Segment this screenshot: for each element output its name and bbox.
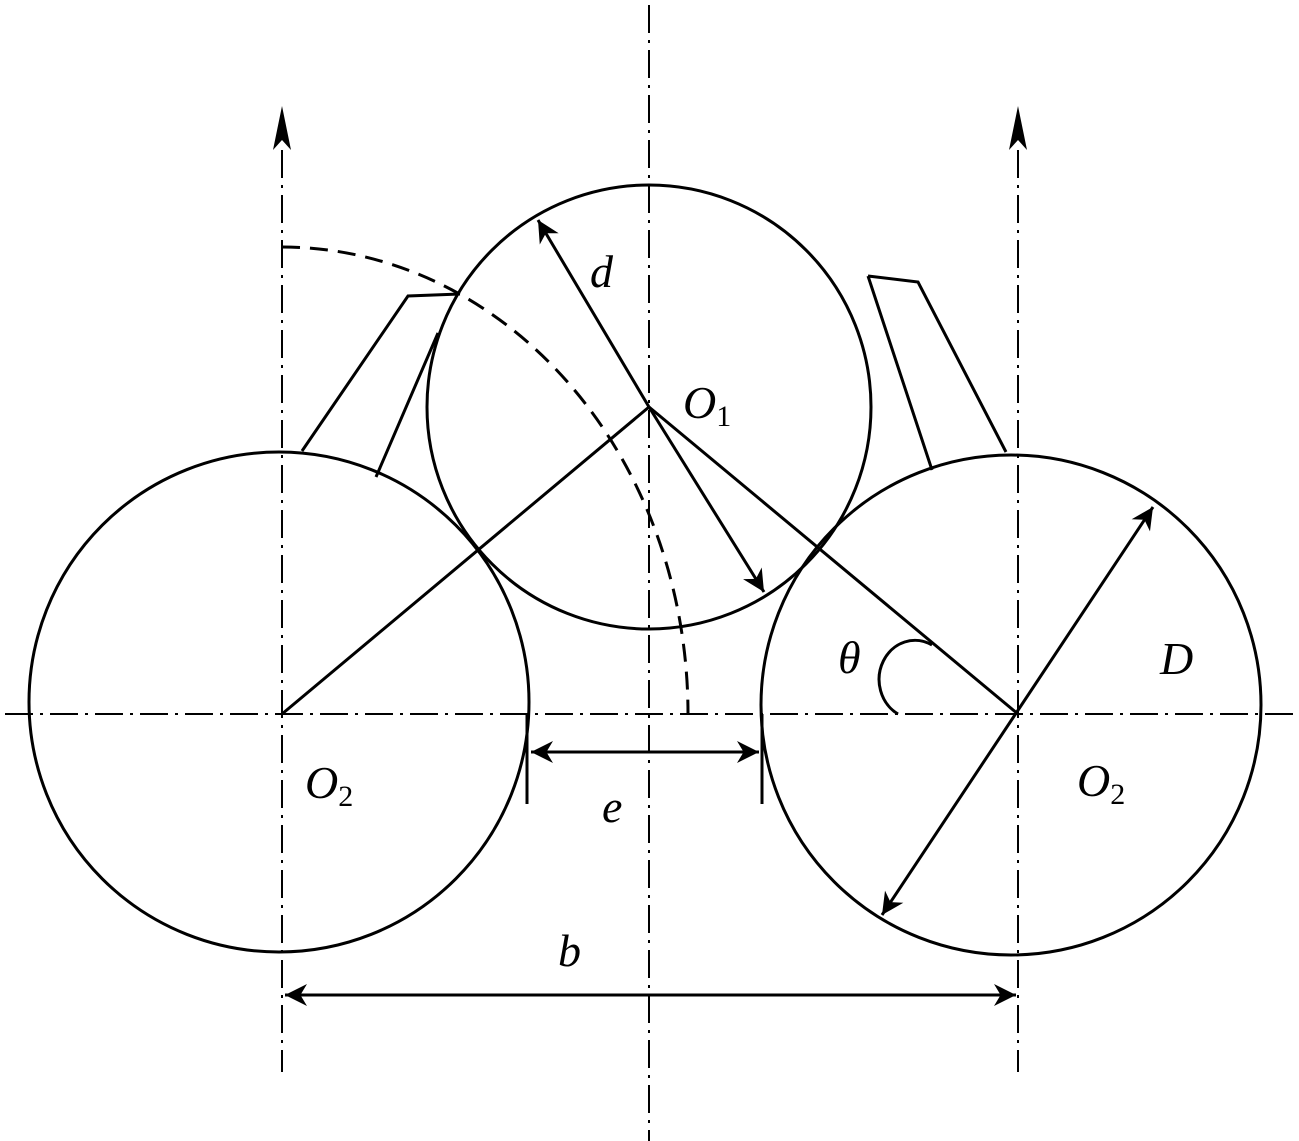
large-roller-left-circle bbox=[27, 450, 531, 954]
label-O2-right: O2 bbox=[1077, 755, 1125, 811]
left-guide-plate bbox=[300, 292, 461, 478]
dashed-arc bbox=[281, 245, 690, 715]
theta-angle-arc bbox=[877, 638, 933, 716]
right-center-link bbox=[648, 405, 1019, 716]
d-arrow-up bbox=[536, 219, 651, 408]
label-O2-left: O2 bbox=[305, 757, 353, 813]
left-center-link bbox=[281, 405, 650, 716]
d-arrow-down bbox=[647, 406, 766, 593]
right-up-arrow-icon bbox=[1009, 106, 1027, 150]
left-up-arrow-icon bbox=[273, 106, 291, 150]
label-theta: θ bbox=[838, 632, 861, 683]
right-guide-plate bbox=[866, 274, 1008, 471]
large-roller-right-circle bbox=[759, 453, 1263, 957]
label-b: b bbox=[558, 925, 581, 976]
small-roller-circle bbox=[425, 183, 873, 631]
label-e: e bbox=[602, 781, 622, 832]
label-d: d bbox=[590, 246, 614, 297]
label-O1: O1 bbox=[683, 377, 731, 433]
D-diameter-arrow bbox=[880, 506, 1155, 916]
label-D: D bbox=[1159, 633, 1193, 684]
